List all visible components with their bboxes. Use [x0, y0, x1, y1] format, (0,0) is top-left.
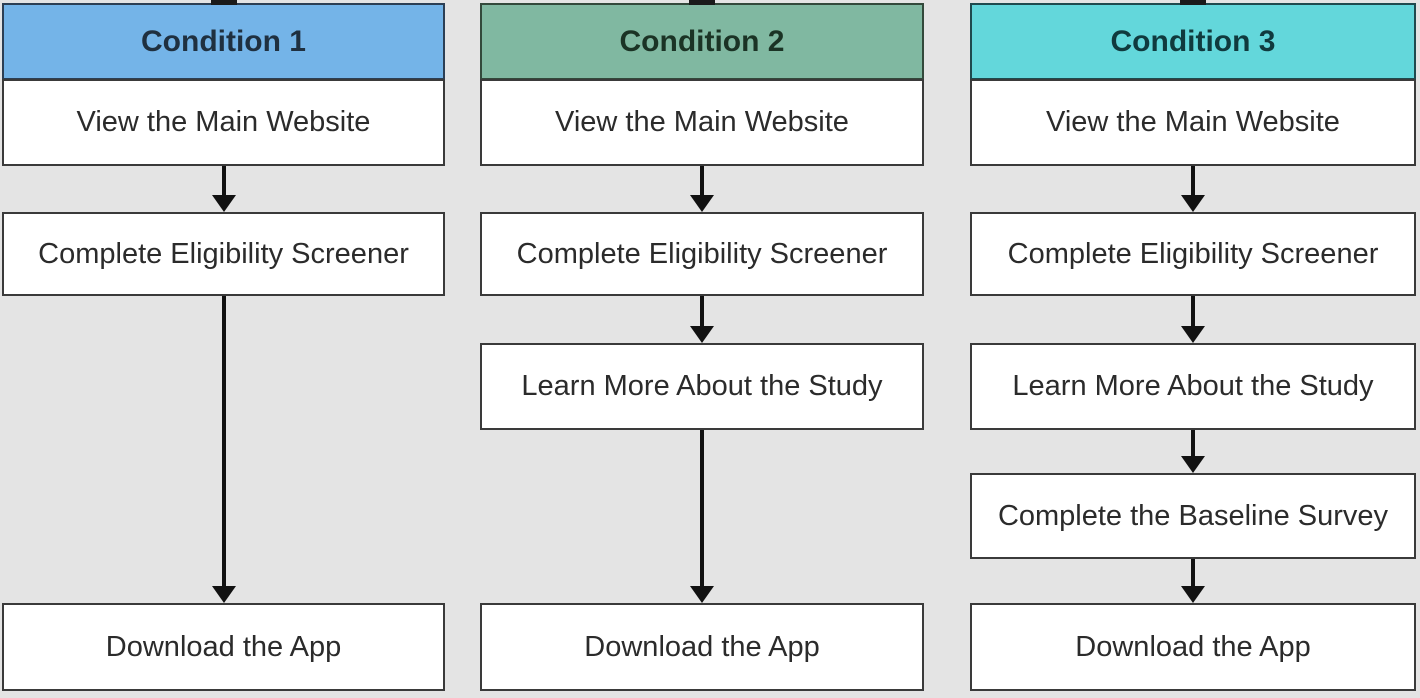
- step-box-baseline-survey: Complete the Baseline Survey: [970, 473, 1416, 559]
- step-label: View the Main Website: [76, 106, 371, 138]
- step-box-eligibility-screener: Complete Eligibility Screener: [480, 212, 924, 296]
- step-box-eligibility-screener: Complete Eligibility Screener: [970, 212, 1416, 296]
- down-arrow-icon: [689, 166, 715, 212]
- column-condition-2: Condition 2 View the Main Website Comple…: [480, 0, 924, 698]
- step-box-view-website: View the Main Website: [970, 79, 1416, 166]
- column-condition-1: Condition 1 View the Main Website Comple…: [2, 0, 445, 698]
- step-box-view-website: View the Main Website: [480, 79, 924, 166]
- step-label: View the Main Website: [1046, 106, 1340, 138]
- condition-3-header-label: Condition 3: [1110, 24, 1276, 58]
- condition-3-header: Condition 3: [970, 3, 1416, 80]
- step-box-download-app: Download the App: [480, 603, 924, 691]
- down-arrow-icon: [1180, 559, 1206, 603]
- step-box-download-app: Download the App: [970, 603, 1416, 691]
- cropped-arrowhead-notch: [689, 0, 715, 5]
- cropped-arrowhead-notch: [210, 0, 237, 5]
- step-label: Download the App: [1075, 630, 1311, 663]
- down-arrow-icon: [211, 296, 237, 603]
- step-label: Complete Eligibility Screener: [38, 237, 409, 270]
- step-label: Download the App: [105, 630, 342, 663]
- step-box-eligibility-screener: Complete Eligibility Screener: [2, 212, 445, 296]
- column-condition-3: Condition 3 View the Main Website Comple…: [970, 0, 1416, 698]
- step-label: Learn More About the Study: [521, 370, 883, 402]
- down-arrow-icon: [689, 296, 715, 343]
- down-arrow-icon: [689, 430, 715, 603]
- step-label: Complete Eligibility Screener: [516, 237, 888, 270]
- condition-2-header: Condition 2: [480, 3, 924, 80]
- down-arrow-icon: [211, 166, 237, 212]
- down-arrow-icon: [1180, 296, 1206, 343]
- step-label: Complete Eligibility Screener: [1007, 237, 1379, 270]
- step-box-learn-more: Learn More About the Study: [970, 343, 1416, 430]
- step-box-view-website: View the Main Website: [2, 79, 445, 166]
- step-box-download-app: Download the App: [2, 603, 445, 691]
- down-arrow-icon: [1180, 430, 1206, 473]
- step-label: Learn More About the Study: [1012, 370, 1374, 402]
- step-label: Download the App: [584, 630, 820, 663]
- condition-1-header: Condition 1: [2, 3, 445, 80]
- cropped-arrowhead-notch: [1180, 0, 1206, 5]
- condition-1-header-label: Condition 1: [141, 24, 306, 58]
- step-box-learn-more: Learn More About the Study: [480, 343, 924, 430]
- condition-2-header-label: Condition 2: [619, 24, 785, 58]
- step-label: Complete the Baseline Survey: [997, 499, 1389, 532]
- down-arrow-icon: [1180, 166, 1206, 212]
- step-label: View the Main Website: [555, 106, 849, 138]
